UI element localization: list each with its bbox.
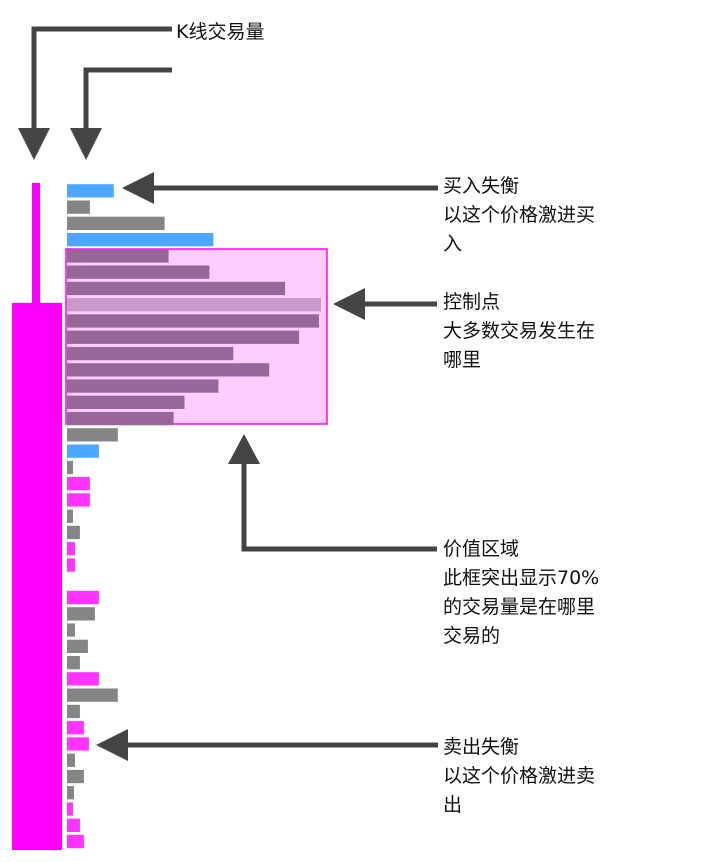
volume-bar-value-area: [67, 346, 234, 361]
volume-bar-neutral: [67, 704, 80, 719]
buy-imbalance-desc: 以这个价格激进买 入: [443, 204, 596, 255]
sell-imbalance-arrow: [96, 729, 438, 761]
volume-bar-neutral: [67, 216, 165, 230]
value-area-arrow: [228, 434, 437, 552]
poc-desc: 大多数交易发生在 哪里: [443, 320, 596, 371]
poc-arrow: [333, 288, 437, 320]
volume-bar-neutral: [67, 753, 75, 767]
sell-imbalance-title: 卖出失衡: [443, 736, 520, 758]
volume-bar-value-area: [67, 412, 174, 426]
volume-bar-sell: [67, 737, 89, 751]
volume-bar-sell: [67, 558, 75, 572]
volume-bar-sell: [67, 834, 84, 849]
volume-bar-value-area: [67, 379, 219, 393]
candle-body: [12, 303, 62, 850]
sell-imbalance-label: 卖出失衡 以这个价格激进卖 出: [443, 733, 595, 820]
volume-bar-poc: [67, 298, 321, 312]
kline-volume-label: K线交易量: [176, 18, 264, 47]
volume-bar-value-area: [67, 314, 319, 328]
volume-bar-value-area: [67, 265, 210, 279]
volume-bar-value-area: [67, 249, 169, 263]
volume-bar-buy: [67, 184, 114, 198]
buy-imbalance-label: 买入失衡 以这个价格激进买 入: [443, 172, 595, 259]
volume-bars: [67, 184, 321, 849]
volume-bar-value-area: [67, 281, 286, 296]
volume-bar-neutral: [67, 460, 73, 475]
value-area-label: 价值区域 此框突出显示70% 的交易量是在哪里 交易的: [443, 535, 599, 651]
poc-title: 控制点: [443, 291, 501, 313]
volume-bar-value-area: [67, 363, 270, 377]
volume-bar-sell: [67, 590, 99, 605]
value-area-desc: 此框突出显示70% 的交易量是在哪里 交易的: [443, 567, 600, 647]
volume-bar-sell: [67, 542, 75, 556]
volume-bar-sell: [67, 672, 99, 686]
buy-imbalance-arrow: [122, 172, 438, 204]
volume-bar-neutral: [67, 428, 118, 442]
buy-imbalance-title: 买入失衡: [443, 175, 520, 197]
volume-bar-value-area: [67, 395, 185, 409]
volume-bar-neutral: [67, 769, 84, 784]
volume-bar-neutral: [67, 607, 95, 621]
kline-volume-title: K线交易量: [176, 21, 265, 43]
sell-imbalance-desc: 以这个价格激进卖 出: [443, 765, 596, 816]
annotation-arrows: [18, 26, 438, 761]
value-area-title: 价值区域: [443, 538, 520, 560]
volume-bar-neutral: [67, 786, 74, 800]
volume-bar-sell: [67, 818, 80, 832]
volume-bar-sell: [67, 721, 84, 735]
volume-bar-sell: [67, 477, 90, 491]
volume-bar-neutral: [67, 639, 88, 653]
volume-bar-neutral: [67, 200, 90, 214]
kline-arrow-candle: [18, 26, 172, 160]
candle-wick: [32, 183, 40, 304]
volume-bar-neutral: [67, 656, 80, 670]
volume-bar-neutral: [67, 688, 118, 702]
kline-arrow-profile: [70, 67, 172, 160]
poc-label: 控制点 大多数交易发生在 哪里: [443, 288, 595, 375]
volume-bar-sell: [67, 802, 73, 816]
volume-bar-neutral: [67, 509, 73, 523]
volume-bar-neutral: [67, 525, 80, 540]
volume-bar-neutral: [67, 623, 75, 637]
volume-bar-value-area: [67, 330, 300, 344]
volume-bar-buy: [67, 233, 214, 247]
volume-bar-sell: [67, 493, 90, 507]
volume-bar-buy: [67, 444, 99, 458]
